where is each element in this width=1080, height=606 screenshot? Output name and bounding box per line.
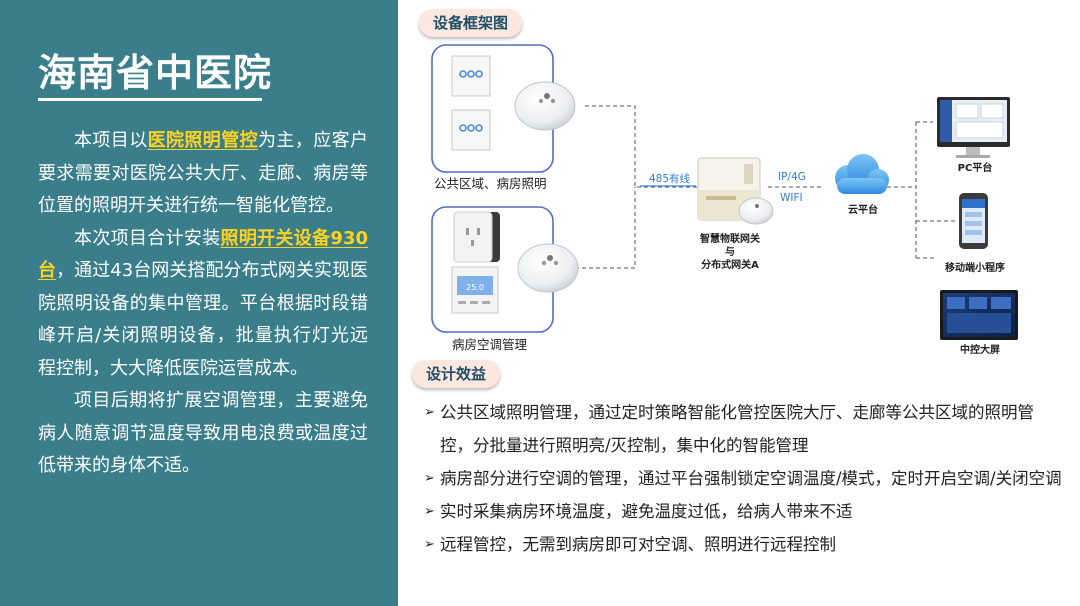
text: 本项目以 (74, 130, 148, 151)
cloud-icon (835, 154, 889, 194)
benefit-text: 实时采集病房环境温度，避免温度过低，给病人带来不适 (440, 502, 853, 521)
text: ，通过43台网关搭配分布式网关实现医院照明设备的集中管理。平台根据时段错峰开启/… (38, 260, 369, 379)
group-label-ac: 病房空调管理 (452, 337, 528, 352)
screen-label: 中控大屏 (960, 345, 1000, 356)
gateway-label-line2: 与 (725, 247, 735, 258)
control-screen-icon (940, 290, 1018, 340)
mobile-phone-icon (959, 193, 988, 249)
benefit-text: 病房部分进行空调的管理，通过平台强制锁定空调温度/模式，定时开启空调/关闭空调 (440, 469, 1062, 488)
benefit-text: 公共区域照明管理，通过定时策略智能化管控医院大厅、走廊等公共区域的照明管控，分批… (440, 403, 1034, 455)
mobile-label: 移动端小程序 (945, 263, 1005, 274)
list-item: ➢ 公共区域照明管理，通过定时策略智能化管控医院大厅、走廊等公共区域的照明管控，分… (424, 396, 1064, 462)
section-title-benefits: 设计效益 (412, 360, 501, 388)
text: 为主，应客户要求需要对医院公共大厅、走廊、病房等位置的照明开关进行统一智能化管控… (38, 130, 369, 216)
group-label-lighting: 公共区域、病房照明 (434, 176, 547, 191)
link-label-wifi: WIFI (780, 192, 803, 204)
thermostat-icon: 25.0 (451, 266, 499, 314)
thermostat-reading: 25.0 (466, 283, 484, 292)
highlight-lighting-control: 医院照明管控 (147, 130, 259, 151)
switch-panel-icon-2 (451, 109, 491, 151)
paragraph-future: 项目后期将扩展空调管理，主要避免病人随意调节温度导致用电浪费或温度过低带来的身体… (38, 390, 368, 476)
link-label-485: 485有线 (649, 173, 691, 185)
list-item: ➢ 远程管控，无需到病房即可对空调、照明进行远程控制 (424, 528, 1064, 561)
highlight-device-count: 照明开关设备930台 (38, 227, 368, 282)
left-panel: 海南省中医院 本项目以医院照明管控为主，应客户要求需要对医院公共大厅、走廊、病房… (0, 0, 398, 606)
gateway-icon (697, 157, 774, 225)
diagram-graphics: 25.0 (431, 44, 1018, 340)
gateway-label-line1: 智慧物联网关 (700, 234, 760, 245)
pc-label: PC平台 (957, 163, 993, 174)
bullet-arrow-icon: ➢ (424, 471, 435, 486)
gateway-label-line3: 分布式网关A (701, 260, 759, 271)
gateway-label: 智慧物联网关 与 分布式网关A (690, 233, 770, 272)
pc-monitor-icon (937, 97, 1010, 158)
switch-panel-icon (451, 55, 491, 97)
bullet-arrow-icon: ➢ (424, 537, 435, 552)
device-architecture-diagram: 25.0 (400, 0, 1080, 360)
link-label-ip4g: IP/4G (778, 171, 806, 183)
benefits-list: ➢ 公共区域照明管理，通过定时策略智能化管控医院大厅、走廊等公共区域的照明管控，分… (424, 396, 1064, 561)
bullet-arrow-icon: ➢ (424, 504, 435, 519)
title-underline (38, 98, 262, 101)
benefit-text: 远程管控，无需到病房即可对空调、照明进行远程控制 (440, 535, 836, 554)
project-description: 本项目以医院照明管控为主，应客户要求需要对医院公共大厅、走廊、病房等位置的照明开… (38, 125, 368, 483)
smart-socket-icon (453, 211, 500, 263)
section-title-diagram: 设备框架图 (419, 9, 523, 37)
page-title: 海南省中医院 (38, 51, 273, 95)
connection-lines (575, 105, 957, 269)
paragraph-installation: 本次项目合计安装照明开关设备930台，通过43台网关搭配分布式网关实现医院照明设… (38, 223, 368, 386)
ceiling-sensor-icon (514, 81, 576, 131)
ceiling-sensor-icon-2 (517, 243, 579, 293)
paragraph-scope: 本项目以医院照明管控为主，应客户要求需要对医院公共大厅、走廊、病房等位置的照明开… (38, 125, 368, 223)
text: 本次项目合计安装 (74, 227, 221, 249)
list-item: ➢ 病房部分进行空调的管理，通过平台强制锁定空调温度/模式，定时开启空调/关闭空调 (424, 462, 1064, 495)
cloud-label: 云平台 (848, 205, 878, 216)
list-item: ➢ 实时采集病房环境温度，避免温度过低，给病人带来不适 (424, 495, 1064, 528)
bullet-arrow-icon: ➢ (424, 405, 435, 420)
